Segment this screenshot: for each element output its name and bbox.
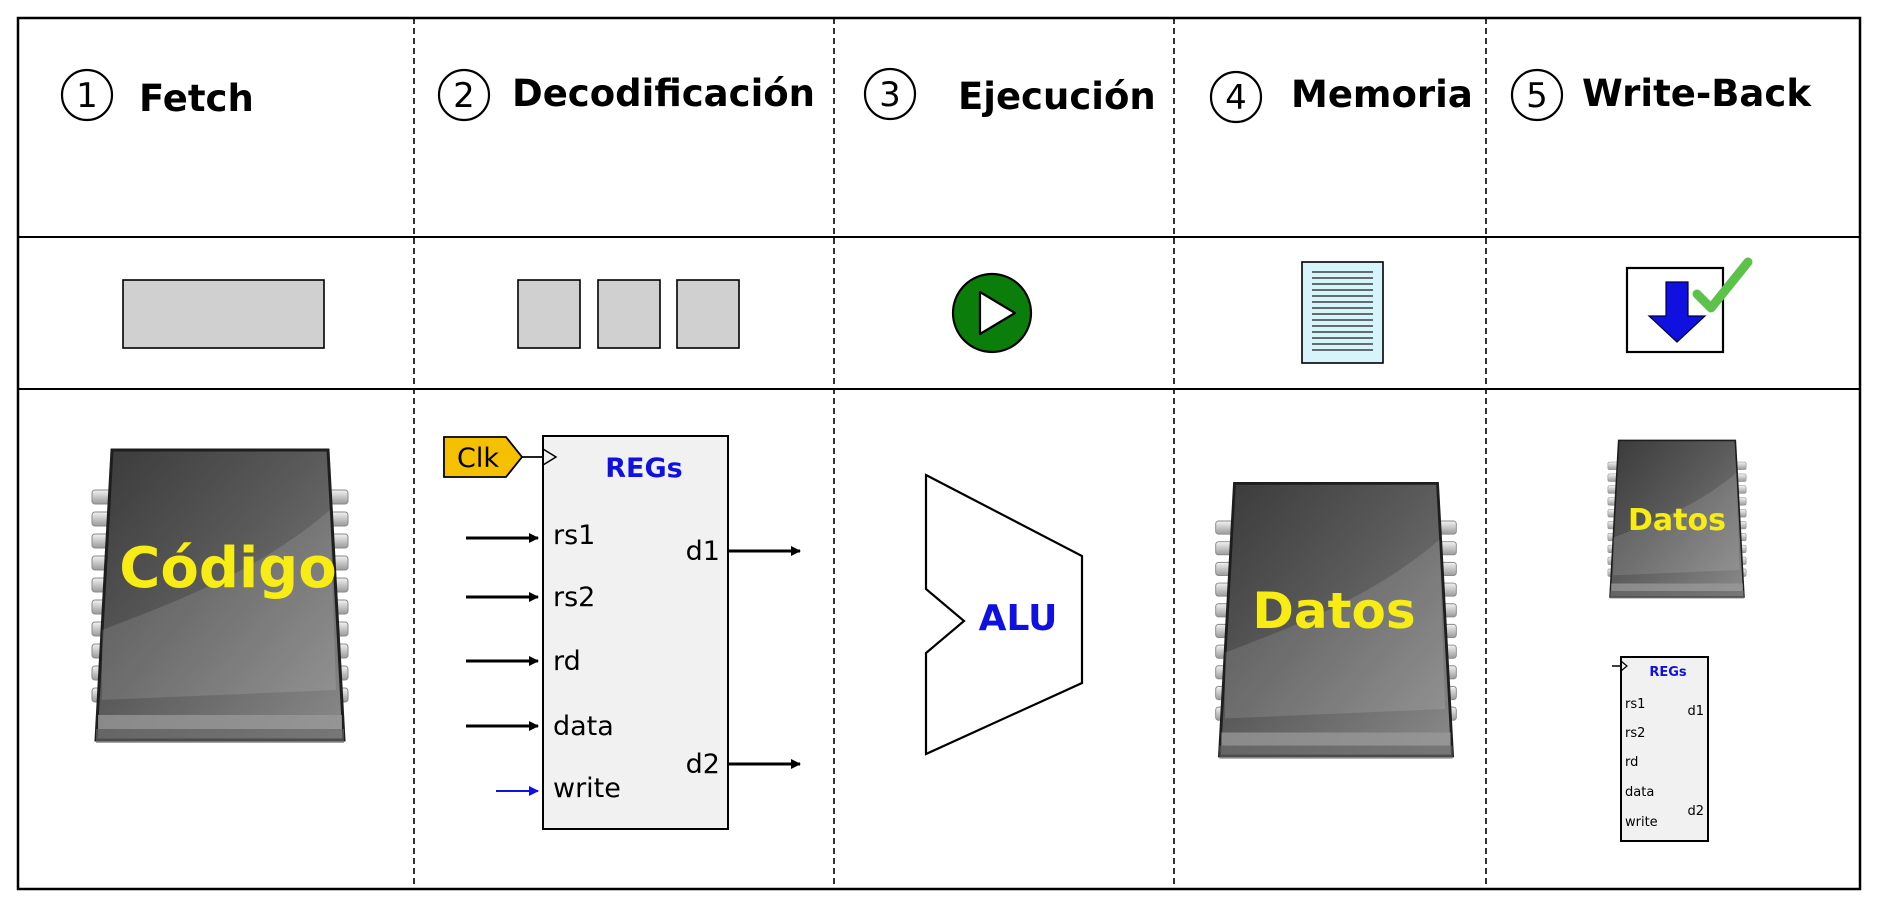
- register-output-label: d2: [686, 749, 720, 780]
- column-separators: [413, 18, 1487, 889]
- mini-register-input-label: data: [1625, 785, 1654, 800]
- mini-register-output-label: d2: [1687, 804, 1704, 819]
- register-input-label: write: [553, 773, 621, 804]
- stage-header-execute: 3 Ejecución: [863, 67, 1156, 121]
- stage-number: 5: [1526, 76, 1548, 116]
- stage-title-writeback: Write-Back: [1582, 72, 1812, 115]
- register-file-body: [542, 435, 729, 830]
- fields-boxes-icon: [517, 279, 740, 349]
- writeback-register-file: REGs rs1 rs2 rd data write d1 d2: [1612, 656, 1709, 842]
- clock-label: Clk: [457, 443, 499, 474]
- mini-register-title: REGs: [1649, 665, 1687, 680]
- register-input-label: rs2: [553, 582, 595, 613]
- instruction-bar-icon: [122, 279, 325, 349]
- play-icon: [951, 272, 1033, 354]
- stage-number-circle: [1209, 70, 1263, 124]
- alu-label: ALU: [979, 598, 1058, 639]
- download-check-icon: [1625, 257, 1753, 354]
- mini-clock-triangle: [1620, 660, 1628, 672]
- mini-register-input-label: write: [1625, 815, 1658, 830]
- register-output-label: d1: [686, 536, 720, 567]
- stage-number-circle: [1510, 68, 1564, 122]
- mini-register-body: [1620, 656, 1709, 842]
- stage-number: 4: [1225, 78, 1247, 118]
- register-input-label: data: [553, 711, 614, 742]
- stage-title-fetch: Fetch: [139, 77, 254, 120]
- stage-title-memory: Memoria: [1291, 73, 1473, 116]
- mini-register-output-label: d1: [1687, 704, 1704, 719]
- stage-number: 2: [453, 76, 475, 116]
- table-frame: [16, 16, 1862, 891]
- register-input-label: rs1: [553, 520, 595, 551]
- register-input-label: rd: [553, 646, 581, 677]
- register-file: Clk REGs rs1 rs2 rd data write d1 d2: [443, 435, 801, 830]
- stage-header-writeback: 5 Write-Back: [1510, 68, 1812, 122]
- stage-header-decode: 2 Decodificación: [437, 68, 815, 122]
- mini-register-input-label: rd: [1625, 755, 1638, 770]
- clock-tag: Clk: [443, 436, 543, 478]
- mini-register-input-label: rs1: [1625, 697, 1645, 712]
- stage-number-circle: [60, 68, 114, 122]
- writeback-data-label: Datos: [1628, 503, 1726, 538]
- data-memory-label: Datos: [1252, 582, 1415, 640]
- clock-input-triangle: [542, 448, 558, 466]
- stage-title-execute: Ejecución: [958, 75, 1156, 118]
- memory-page-icon: [1301, 261, 1384, 364]
- stage-number: 1: [76, 76, 98, 116]
- register-file-title: REGs: [605, 453, 682, 484]
- stage-header-fetch: 1 Fetch: [60, 68, 254, 122]
- stage-title-decode: Decodificación: [512, 72, 815, 115]
- stage-number-circle: [863, 67, 917, 121]
- code-memory-label: Código: [119, 536, 336, 601]
- alu-shape: [924, 473, 1084, 756]
- mini-register-input-label: rs2: [1625, 726, 1645, 741]
- stage-number: 3: [879, 75, 901, 115]
- stage-number-circle: [437, 68, 491, 122]
- stage-header-memory: 4 Memoria: [1209, 70, 1473, 124]
